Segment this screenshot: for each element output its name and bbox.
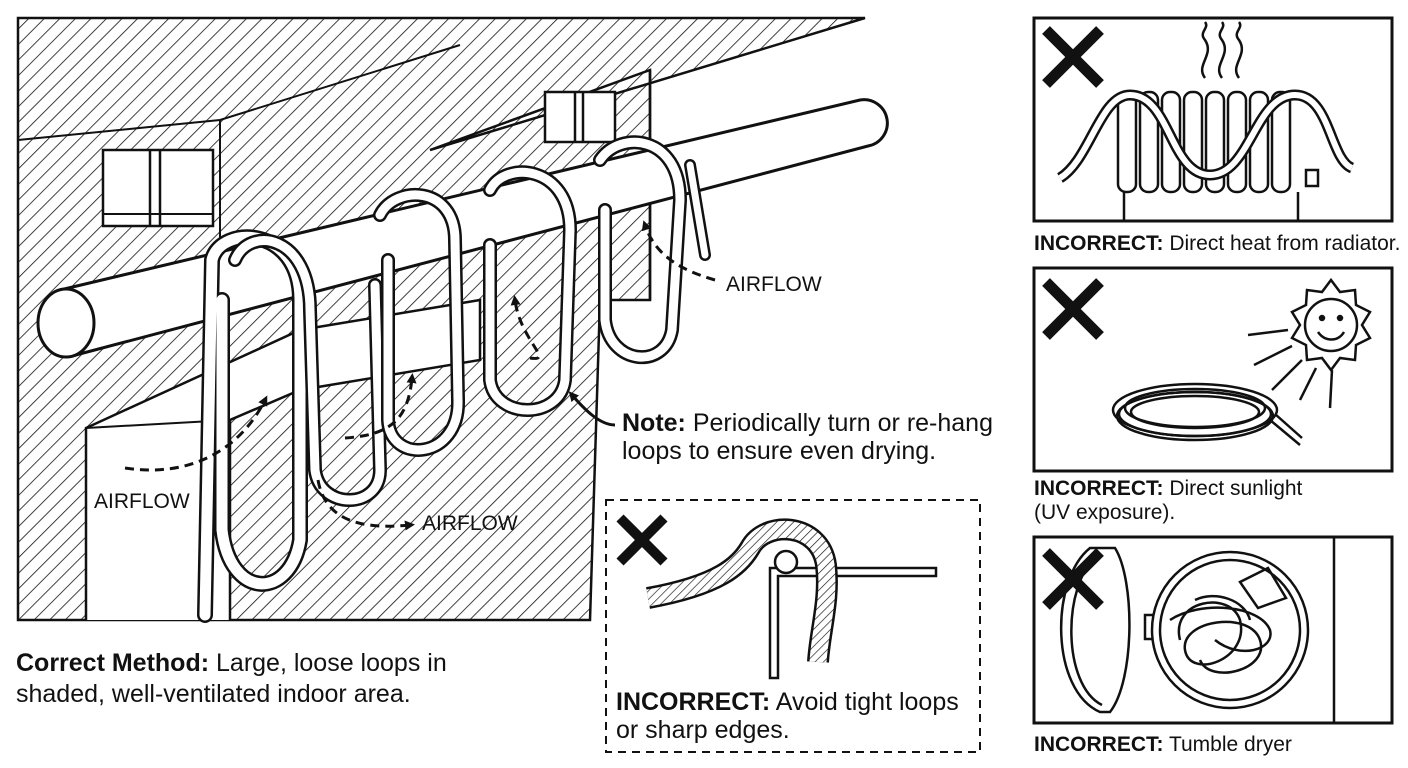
correct-method-text: Large, loose loops in shaded, well-venti… bbox=[16, 649, 447, 708]
airflow-label-right: AIRFLOW bbox=[726, 273, 822, 296]
airflow-arrows bbox=[124, 220, 716, 531]
drying-rod bbox=[36, 98, 889, 359]
airflow-label-left: AIRFLOW bbox=[94, 490, 190, 513]
airflow-label-bottom: AIRFLOW bbox=[422, 512, 518, 535]
dryer-panel bbox=[1032, 535, 1394, 725]
airflow-arrow-icon bbox=[510, 295, 541, 360]
note-pointer-arrow bbox=[568, 391, 616, 427]
radiator-label: INCORRECT: bbox=[1034, 232, 1164, 255]
sun-icon bbox=[1290, 277, 1372, 373]
airflow-arrow-icon bbox=[124, 395, 268, 472]
tight-loops-text: Avoid tight loops or sharp edges. bbox=[616, 688, 959, 744]
note-text: Periodically turn or re-hang loops to en… bbox=[622, 409, 993, 465]
radiator-panel bbox=[1032, 16, 1394, 223]
airflow-arrow-icon bbox=[316, 479, 415, 531]
x-mark-icon bbox=[1042, 26, 1104, 88]
correct-method-label: Correct Method: bbox=[16, 649, 210, 677]
radiator-text: Direct heat from radiator. bbox=[1163, 232, 1401, 255]
window-right bbox=[543, 90, 617, 144]
heat-waves-icon bbox=[1200, 21, 1244, 79]
hose-coil-icon bbox=[1111, 382, 1303, 446]
tumble-dryer-icon bbox=[1059, 546, 1310, 714]
sunlight-text-line1: Direct sunlight bbox=[1163, 477, 1303, 500]
dryer-label: INCORRECT: bbox=[1034, 733, 1164, 756]
dryer-caption: INCORRECT: Tumble dryer bbox=[1034, 732, 1292, 757]
sunlight-label: INCORRECT: bbox=[1034, 477, 1164, 500]
tight-loops-label: INCORRECT: bbox=[616, 688, 771, 716]
tight-loops-panel bbox=[605, 499, 981, 753]
correct-method-caption: Correct Method: Large, loose loops in sh… bbox=[16, 648, 536, 710]
note-caption: Note: Periodically turn or re-hang loops… bbox=[622, 409, 1022, 465]
dryer-text: Tumble dryer bbox=[1163, 733, 1292, 756]
x-mark-icon bbox=[1042, 278, 1104, 340]
window-left bbox=[101, 148, 215, 228]
x-mark-icon bbox=[616, 514, 668, 566]
note-label: Note: bbox=[622, 409, 686, 437]
x-mark-icon bbox=[1042, 548, 1104, 610]
airflow-arrow-icon bbox=[344, 373, 417, 440]
tight-loops-caption: INCORRECT: Avoid tight loops or sharp ed… bbox=[616, 688, 976, 744]
airflow-arrow-icon bbox=[641, 220, 716, 282]
hose-loops bbox=[197, 135, 711, 623]
sunlight-panel bbox=[1032, 266, 1394, 473]
sun-rays-icon bbox=[1247, 328, 1334, 409]
sunlight-text-line2: (UV exposure). bbox=[1034, 501, 1176, 524]
sunlight-caption: INCORRECT: Direct sunlight (UV exposure)… bbox=[1034, 477, 1302, 525]
radiator-caption: INCORRECT: Direct heat from radiator. bbox=[1034, 231, 1400, 256]
